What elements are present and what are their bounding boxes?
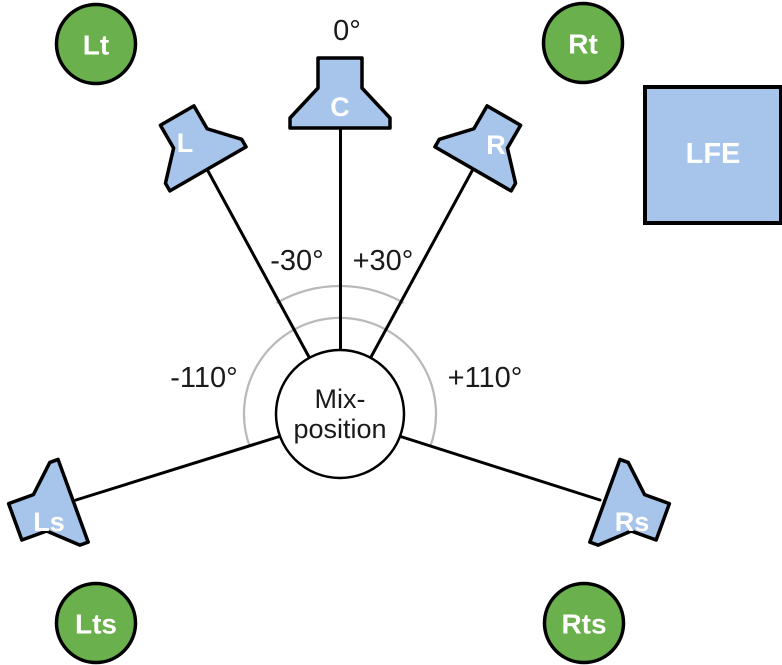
lts-circle	[54, 581, 138, 665]
lts-label: Lts	[75, 609, 117, 640]
line-to-right-surround-speaker	[397, 434, 602, 502]
angle-label-minus-30: -30°	[270, 245, 324, 277]
mix-position-label-line2: position	[293, 414, 386, 444]
line-to-right-speaker	[369, 169, 474, 359]
lfe-box	[643, 85, 782, 225]
rts-circle	[542, 581, 626, 665]
speaker-l: L	[137, 91, 248, 193]
left-surround-speaker-label: Ls	[33, 507, 65, 537]
mix-position-circle	[274, 348, 406, 480]
height-channel-lt: Lt	[54, 2, 138, 86]
rts-label: Rts	[561, 609, 606, 640]
angle-label-0: 0°	[333, 15, 361, 47]
speaker-rs: Rs	[588, 457, 680, 565]
rt-circle	[541, 1, 625, 85]
angle-label-minus-110: -110°	[170, 362, 238, 394]
speaker-lines	[74, 126, 602, 502]
center-speaker-label: C	[330, 92, 350, 122]
lt-circle	[54, 2, 138, 86]
right-speaker-label: R	[486, 130, 506, 160]
speaker-c: C	[288, 56, 392, 130]
line-to-left-speaker	[206, 169, 311, 359]
right-surround-speaker-label: Rs	[615, 507, 650, 537]
angle-label-plus-30: +30°	[353, 245, 414, 277]
mix-position: Mix- position	[274, 348, 406, 480]
speaker-r: R	[433, 91, 544, 193]
height-channel-rt: Rt	[541, 1, 625, 85]
lt-label: Lt	[83, 30, 109, 61]
height-channel-lts: Lts	[54, 581, 138, 665]
lfe-label: LFE	[686, 138, 741, 170]
left-speaker-label: L	[177, 128, 194, 158]
speaker-ls: Ls	[0, 457, 90, 565]
angle-labels: 0° -30° +30° -110° +110°	[170, 15, 522, 394]
angle-label-plus-110: +110°	[448, 362, 523, 394]
line-to-left-surround-speaker	[74, 434, 283, 502]
mix-position-label-line1: Mix-	[315, 384, 366, 414]
height-channel-rts: Rts	[542, 581, 626, 665]
rt-label: Rt	[568, 29, 598, 60]
speaker-lfe: LFE	[643, 85, 782, 225]
